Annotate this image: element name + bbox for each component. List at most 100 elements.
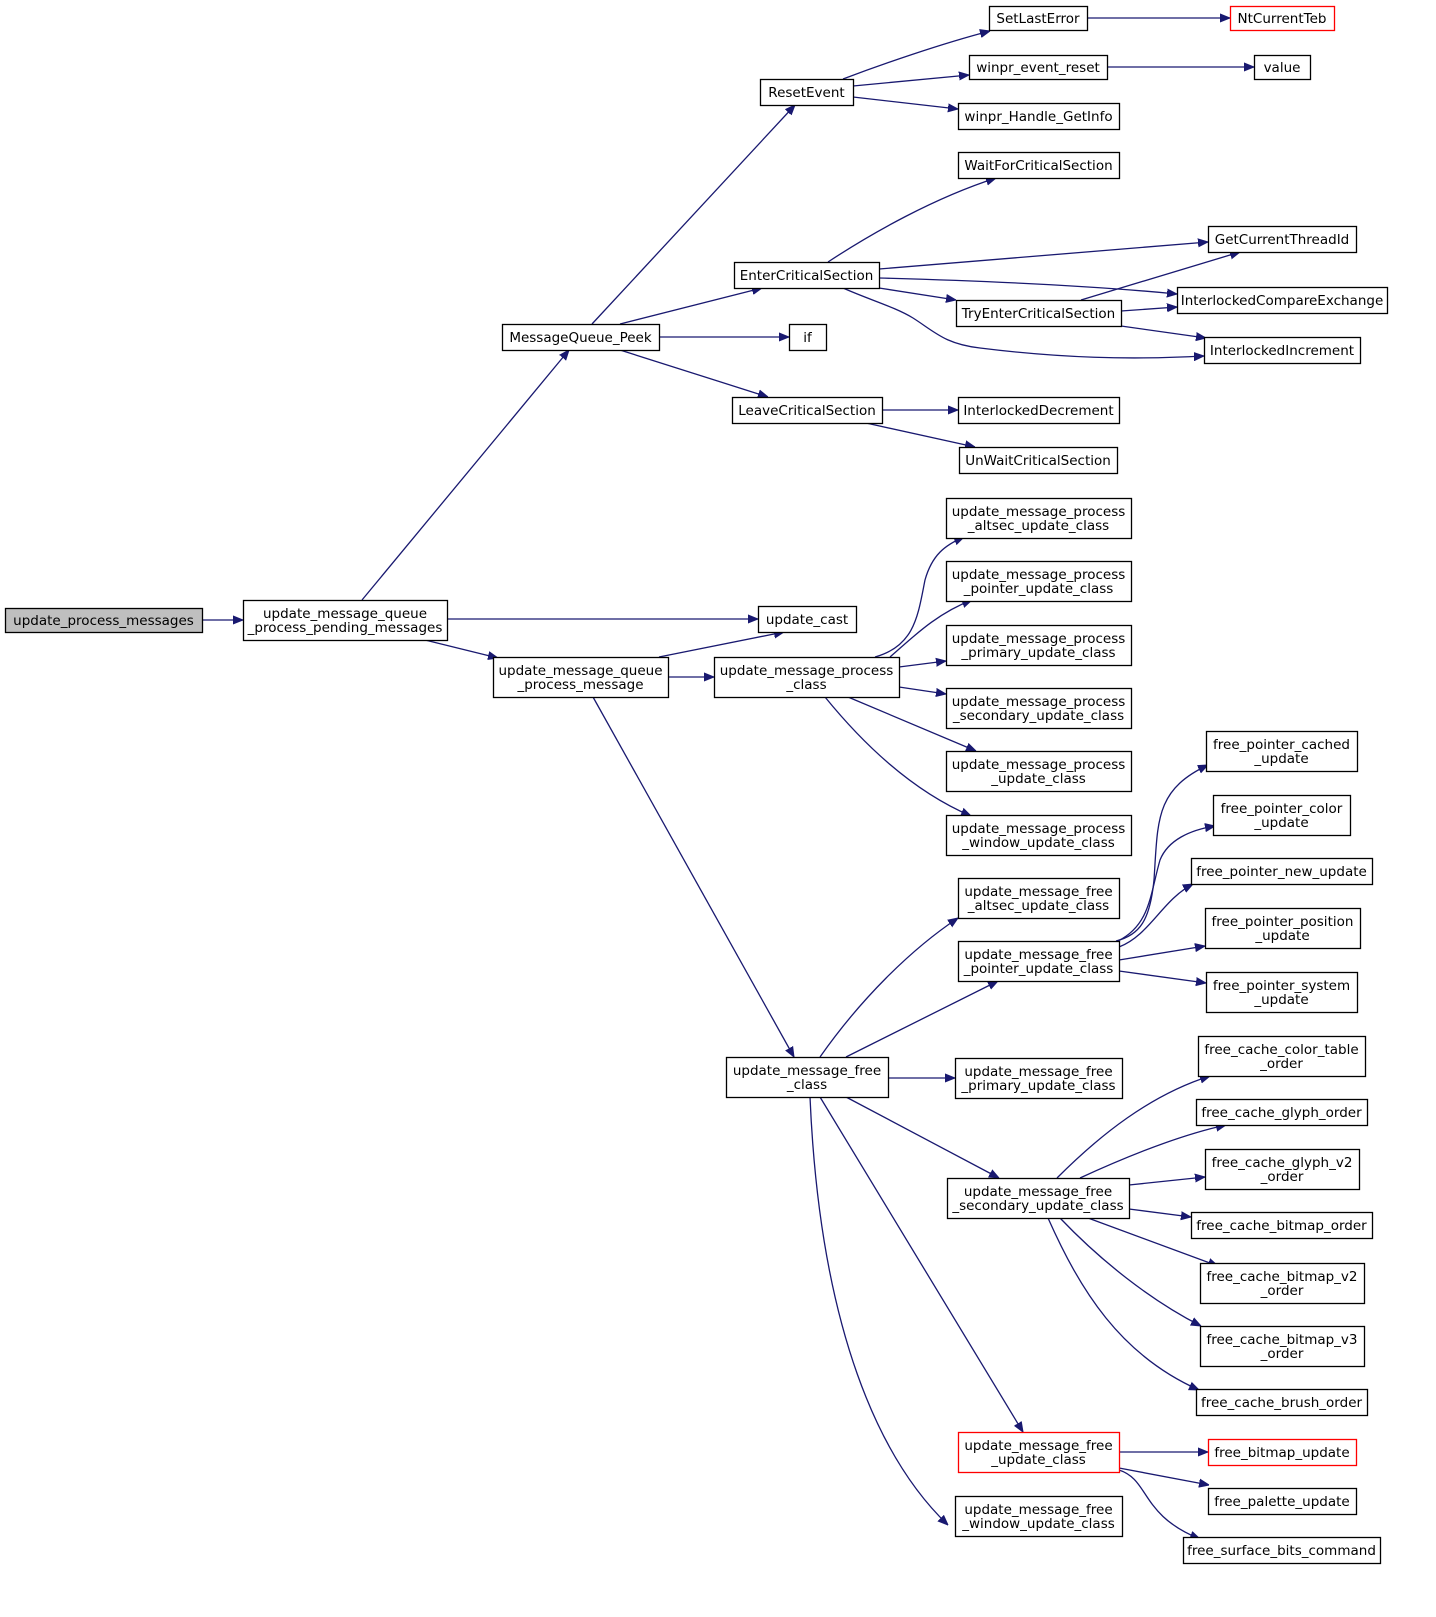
node-winpr_handle_getinfo[interactable]: winpr_Handle_GetInfo	[957, 102, 1121, 131]
node-enter_cs[interactable]: EnterCriticalSection	[733, 261, 881, 290]
node-free_surface_bits[interactable]: free_surface_bits_command	[1182, 1536, 1382, 1565]
node-pending[interactable]: update_message_queue_process_pending_mes…	[242, 599, 449, 642]
node-label: EnterCriticalSection	[740, 268, 874, 284]
node-update_cast[interactable]: update_cast	[757, 605, 858, 634]
node-label: free_bitmap_update	[1214, 1445, 1349, 1461]
node-box	[757, 605, 858, 634]
node-label: free_cache_color_table	[1204, 1042, 1358, 1058]
node-label: GetCurrentThreadId	[1215, 232, 1350, 248]
node-label: _altsec_update_class	[967, 518, 1109, 534]
node-label: update_message_free	[964, 1184, 1112, 1200]
node-fc_glyph_v2[interactable]: free_cache_glyph_v2_order	[1204, 1148, 1361, 1191]
node-box	[1229, 5, 1336, 32]
node-fc_bitmap[interactable]: free_cache_bitmap_order	[1190, 1211, 1374, 1240]
node-fc_color_table[interactable]: free_cache_color_table_order	[1197, 1035, 1367, 1078]
node-interlocked_increment[interactable]: InterlockedIncrement	[1203, 336, 1362, 365]
node-process_class[interactable]: update_message_process_class	[713, 656, 901, 699]
node-fc_brush[interactable]: free_cache_brush_order	[1195, 1388, 1369, 1417]
edge-reset_event-to-set_last_error	[842, 31, 990, 80]
node-interlocked_cmpxchg[interactable]: InterlockedCompareExchange	[1176, 286, 1389, 315]
edge-free_secondary-to-fc_bitmap_v2	[1087, 1217, 1218, 1266]
node-fc_bitmap_v3[interactable]: free_cache_bitmap_v3_order	[1199, 1325, 1366, 1368]
node-label: _window_update_class	[961, 1516, 1115, 1532]
node-fp_color[interactable]: free_pointer_color_update	[1212, 794, 1352, 837]
node-unwait_cs[interactable]: UnWaitCriticalSection	[958, 446, 1119, 475]
node-label: update_message_process	[952, 694, 1126, 710]
node-free_secondary[interactable]: update_message_free_secondary_update_cla…	[946, 1177, 1131, 1220]
node-label: free_cache_glyph_order	[1201, 1105, 1362, 1121]
node-free_pointer[interactable]: update_message_free_pointer_update_class	[957, 940, 1121, 983]
node-proc_altsec[interactable]: update_message_process_altsec_update_cla…	[945, 497, 1133, 540]
edge-process_message-to-update_cast	[658, 632, 784, 658]
node-box	[957, 877, 1121, 920]
node-free_palette_update[interactable]: free_palette_update	[1207, 1487, 1358, 1516]
node-value[interactable]: value	[1253, 54, 1312, 81]
node-label: update_process_messages	[13, 613, 194, 629]
node-free_window[interactable]: update_message_free_window_update_class	[954, 1495, 1124, 1538]
node-label: _class	[786, 1077, 827, 1093]
node-label: InterlockedIncrement	[1210, 343, 1354, 359]
node-label: _update	[1253, 992, 1308, 1008]
node-label: free_cache_bitmap_order	[1196, 1218, 1367, 1234]
node-label: SetLastError	[996, 11, 1080, 27]
node-get_current_thread_id[interactable]: GetCurrentThreadId	[1207, 225, 1358, 254]
node-interlocked_decrement[interactable]: InterlockedDecrement	[957, 396, 1121, 425]
node-proc_window[interactable]: update_message_process_window_update_cla…	[945, 814, 1133, 857]
node-fc_glyph[interactable]: free_cache_glyph_order	[1195, 1098, 1369, 1127]
node-label: _secondary_update_class	[951, 1198, 1123, 1214]
edge-try_enter_cs-to-interlocked_increment	[1120, 325, 1206, 338]
edge-enter_cs-to-wait_for_cs	[827, 178, 996, 263]
node-label: free_pointer_system	[1213, 978, 1350, 994]
node-free_update[interactable]: update_message_free_update_class	[957, 1431, 1121, 1474]
node-set_last_error[interactable]: SetLastError	[988, 5, 1089, 32]
edge-enter_cs-to-get_current_thread_id	[878, 242, 1208, 270]
node-box	[954, 1057, 1124, 1100]
node-label: LeaveCriticalSection	[738, 403, 876, 419]
node-label: _process_pending_messages	[247, 620, 443, 636]
node-fc_bitmap_v2[interactable]: free_cache_bitmap_v2_order	[1199, 1262, 1366, 1305]
node-box	[1197, 1035, 1367, 1078]
node-process_message[interactable]: update_message_queue_process_message	[492, 656, 670, 699]
edge-pending-to-process_message	[424, 639, 498, 658]
edge-free_secondary-to-fc_glyph_v2	[1128, 1177, 1205, 1186]
node-if[interactable]: if	[788, 323, 828, 352]
node-leave_cs[interactable]: LeaveCriticalSection	[731, 396, 884, 425]
edge-enter_cs-to-interlocked_cmpxchg	[878, 277, 1177, 294]
node-box	[1204, 907, 1362, 950]
node-proc_primary[interactable]: update_message_process_primary_update_cl…	[945, 624, 1133, 667]
node-label: free_pointer_new_update	[1196, 864, 1367, 880]
node-winpr_event_reset[interactable]: winpr_event_reset	[968, 54, 1109, 81]
node-box	[957, 102, 1121, 131]
node-box	[957, 940, 1121, 983]
node-fp_system[interactable]: free_pointer_system_update	[1205, 971, 1359, 1014]
node-reset_event[interactable]: ResetEvent	[759, 78, 855, 107]
edge-free_secondary-to-fc_glyph	[1079, 1125, 1226, 1179]
node-update_process_messages[interactable]: update_process_messages	[4, 607, 204, 634]
edge-free_secondary-to-fc_bitmap_v3	[1059, 1217, 1201, 1326]
node-wait_for_cs[interactable]: WaitForCriticalSection	[957, 151, 1121, 180]
node-proc_secondary[interactable]: update_message_process_secondary_update_…	[945, 687, 1133, 730]
node-free_bitmap_update[interactable]: free_bitmap_update	[1207, 1438, 1358, 1467]
edge-free_secondary-to-fc_bitmap	[1128, 1208, 1191, 1217]
node-box	[713, 656, 901, 699]
node-free_altsec[interactable]: update_message_free_altsec_update_class	[957, 877, 1121, 920]
edge-pending-to-mq_peek	[361, 350, 569, 601]
node-fp_new[interactable]: free_pointer_new_update	[1190, 857, 1374, 886]
node-mq_peek[interactable]: MessageQueue_Peek	[501, 323, 661, 352]
node-box	[1205, 971, 1359, 1014]
node-box	[1253, 54, 1312, 81]
node-free_class[interactable]: update_message_free_class	[725, 1056, 890, 1099]
node-fp_cached[interactable]: free_pointer_cached_update	[1205, 730, 1359, 773]
node-label: free_palette_update	[1214, 1494, 1349, 1510]
node-proc_update[interactable]: update_message_process_update_class	[945, 750, 1133, 793]
edge-free_class-to-free_secondary	[845, 1096, 999, 1178]
node-label: winpr_event_reset	[976, 60, 1100, 76]
node-nt_current_teb[interactable]: NtCurrentTeb	[1229, 5, 1336, 32]
node-fp_position[interactable]: free_pointer_position_update	[1204, 907, 1362, 950]
node-proc_pointer[interactable]: update_message_process_pointer_update_cl…	[945, 560, 1133, 603]
node-label: _primary_update_class	[960, 1078, 1115, 1094]
node-box	[957, 1431, 1121, 1474]
node-box	[501, 323, 661, 352]
node-try_enter_cs[interactable]: TryEnterCriticalSection	[955, 299, 1123, 328]
node-free_primary[interactable]: update_message_free_primary_update_class	[954, 1057, 1124, 1100]
